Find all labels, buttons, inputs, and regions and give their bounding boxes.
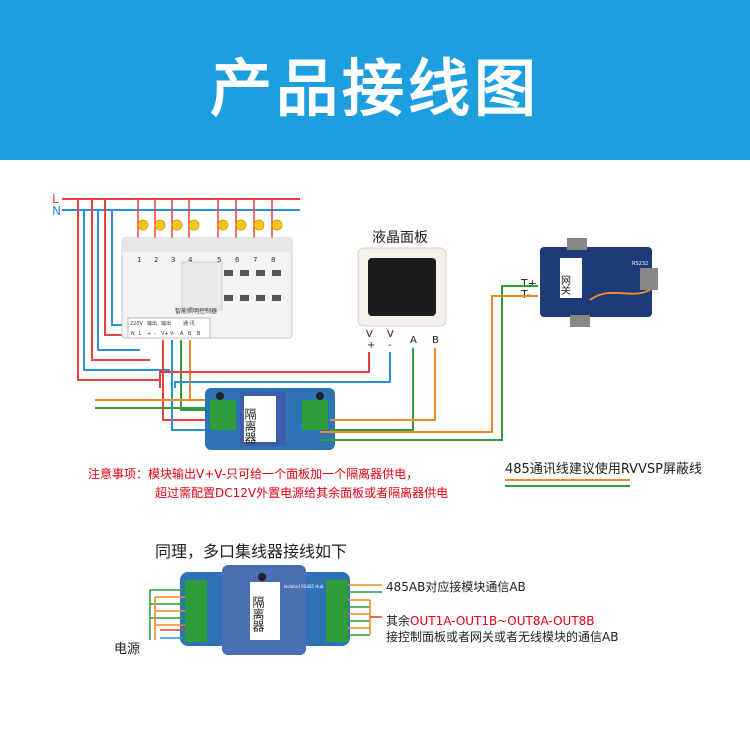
svg-text:A: A	[180, 331, 184, 337]
hub-desc-3: 接控制面板或者网关或者无线模块的通信AB	[386, 630, 619, 644]
isolator-label: 隔离器	[243, 408, 257, 445]
svg-text:B: B	[432, 335, 439, 346]
svg-text:L: L	[139, 331, 142, 337]
svg-text:V: V	[387, 329, 394, 340]
hub-section-title: 同理，多口集线器接线如下	[155, 542, 348, 561]
gateway-port-label: RS232	[632, 261, 648, 267]
svg-text:V: V	[366, 329, 373, 340]
hub-desc-2-prefix: 其余	[386, 614, 411, 628]
lcd-panel	[357, 247, 447, 327]
lamp-icons	[137, 219, 283, 231]
controller-terminal-group-labels: 220V 输出 输出 通 讯	[130, 320, 195, 327]
svg-text:B: B	[197, 331, 201, 337]
controller-to-isolator-wires	[162, 340, 210, 431]
svg-text:输出: 输出	[147, 320, 157, 327]
power-label: 电源	[114, 642, 141, 657]
hub-small-text: Isolated RS485 Hub	[284, 584, 324, 589]
svg-text:输出: 输出	[161, 320, 171, 327]
svg-text:+: +	[367, 340, 375, 351]
external-feed-wires	[95, 399, 210, 409]
hub-right-wires	[348, 584, 382, 636]
svg-text:-: -	[388, 340, 392, 351]
svg-text:+: +	[147, 331, 151, 337]
controller-terminal-labels: N L + - V+ V- A B B	[131, 331, 201, 337]
neutral-label: N	[52, 204, 61, 218]
lamp-wires	[137, 199, 273, 240]
svg-text:V-: V-	[170, 331, 175, 337]
page-title: 产品接线图	[209, 52, 540, 125]
hub-label: 隔离器	[251, 596, 265, 633]
svg-text:4: 4	[188, 256, 193, 264]
svg-text:B: B	[188, 331, 192, 337]
svg-text:8: 8	[271, 256, 275, 264]
svg-text:3: 3	[171, 256, 175, 264]
gateway-wires	[320, 285, 538, 441]
lighting-controller	[121, 237, 293, 339]
note-line-1: 注意事项：模块输出V+V-只可给一个面板加一个隔离器供电，	[88, 467, 419, 481]
svg-text:2: 2	[154, 256, 158, 264]
isolator-device	[205, 388, 335, 450]
gateway-label: 网关	[559, 275, 571, 296]
note-line-2: 超过需配置DC12V外置电源给其余面板或者隔离器供电	[155, 486, 449, 500]
svg-text:7: 7	[253, 256, 257, 264]
svg-text:1: 1	[137, 256, 141, 264]
lcd-wires	[159, 348, 436, 431]
hub-left-wires	[149, 589, 185, 640]
hub-desc-2-highlight: OUT1A-OUT1B~OUT8A-OUT8B	[410, 614, 595, 628]
live-label: L	[52, 192, 59, 206]
svg-text:N: N	[131, 331, 135, 337]
svg-text:5: 5	[217, 256, 221, 264]
svg-text:A: A	[410, 335, 417, 346]
gateway-tminus-label: T-	[520, 288, 531, 301]
gateway-device	[540, 238, 658, 327]
svg-text:220V: 220V	[130, 321, 144, 327]
svg-text:通 讯: 通 讯	[183, 320, 195, 327]
svg-text:V+: V+	[161, 331, 169, 337]
lcd-pin-labels: V V A B + -	[366, 329, 439, 351]
hub-desc-2: 其余OUT1A-OUT1B~OUT8A-OUT8B	[386, 612, 595, 629]
lcd-panel-title: 液晶面板	[372, 230, 428, 246]
controller-name: 智能照明控制器	[175, 307, 217, 315]
hub-desc-1: 485AB对应接模块通信AB	[386, 580, 526, 594]
hub-device	[180, 565, 350, 655]
controller-channel-labels: 1 2 3 4 5 6 7 8	[137, 256, 275, 264]
svg-text:6: 6	[235, 256, 240, 264]
svg-text:-: -	[154, 331, 156, 337]
left-feed-wires	[77, 199, 170, 381]
header-banner: 产品接线图	[0, 0, 750, 160]
cable-note: 485通讯线建议使用RVVSP屏蔽线	[505, 462, 703, 477]
